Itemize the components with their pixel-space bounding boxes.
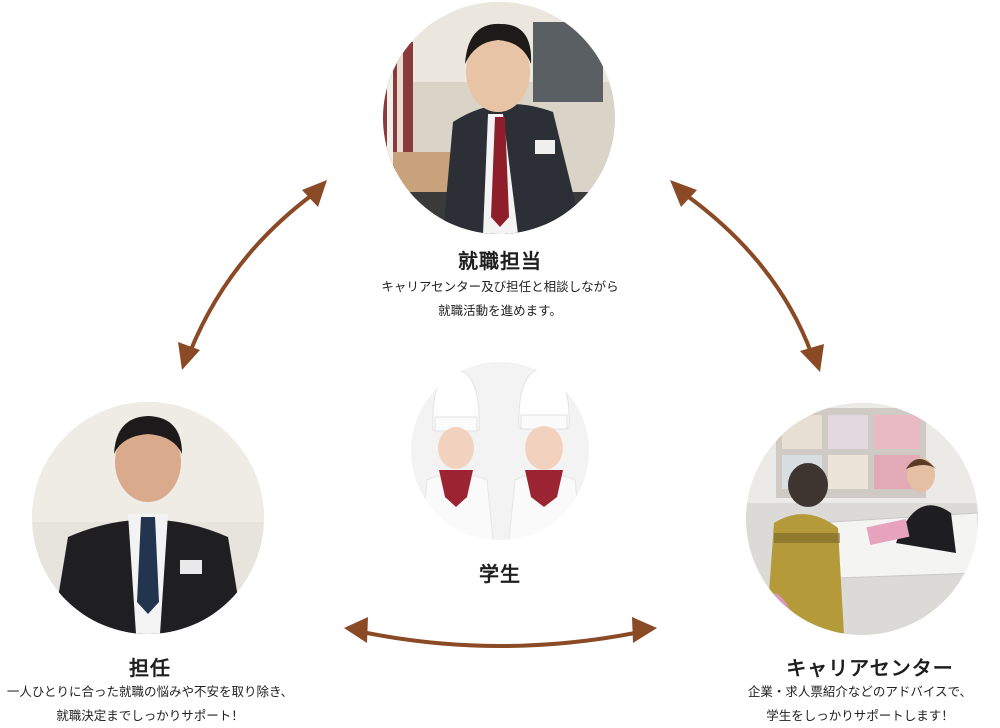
students-photo xyxy=(411,362,589,540)
student-title: 学生 xyxy=(479,562,521,586)
career-desc-line-1: 企業・求人票紹介などのアドバイスで、 xyxy=(747,684,973,699)
staff-photo xyxy=(383,2,615,234)
career-center-photo xyxy=(746,403,978,635)
shushoku-desc: キャリアセンター及び担任と相談しながら 就職活動を進めます。 xyxy=(330,275,670,323)
arrow-shushoku-career xyxy=(670,180,824,372)
shushoku-title: 就職担当 xyxy=(458,249,542,273)
arrow-shushoku-tannin xyxy=(178,180,327,370)
tannin-title: 担任 xyxy=(129,656,171,680)
career-desc-line-2: 学生をしっかりサポートします！ xyxy=(766,708,954,723)
tannin-desc-line-2: 就職決定までしっかりサポート！ xyxy=(56,708,244,723)
shushoku-desc-line-1: キャリアセンター及び担任と相談しながら xyxy=(381,279,619,294)
career-title: キャリアセンター xyxy=(786,656,954,680)
arrow-tannin-career xyxy=(344,617,657,648)
tannin-desc: 一人ひとりに合った就職の悩みや不安を取り除き、 就職決定までしっかりサポート！ xyxy=(0,680,310,728)
career-desc: 企業・求人票紹介などのアドバイスで、 学生をしっかりサポートします！ xyxy=(720,680,1000,728)
shushoku-desc-line-2: 就職活動を進めます。 xyxy=(438,303,562,318)
tannin-desc-line-1: 一人ひとりに合った就職の悩みや不安を取り除き、 xyxy=(6,684,294,699)
teacher-photo xyxy=(32,402,264,634)
